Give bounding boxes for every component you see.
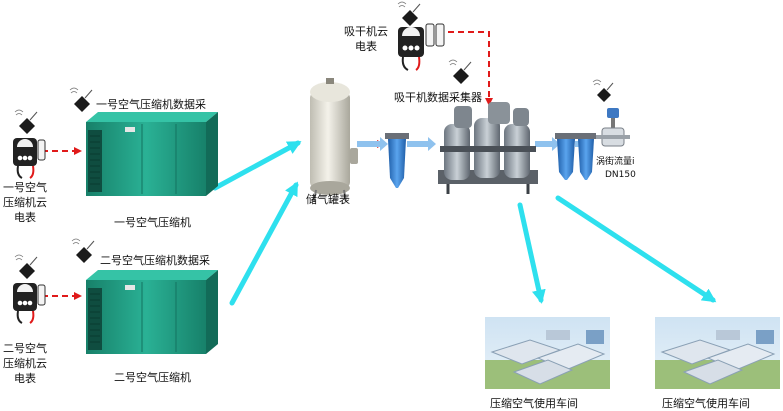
label-meter-comp1-line3: 电表: [14, 211, 36, 224]
label-meter-comp2-line2: 压缩机云: [3, 357, 47, 370]
collector-icon-dryer-meter: [397, 1, 421, 26]
label-air-tank: 储气罐表: [306, 193, 350, 206]
label-flowmeter-size: DN150: [605, 170, 636, 180]
collector-icon-comp1-meter: [14, 109, 38, 134]
label-collector-comp2: 二号空气压缩机数据采: [100, 254, 210, 267]
label-meter-comp2-line1: 二号空气: [3, 342, 47, 355]
flow-dryer-to-workshop1: [517, 202, 546, 304]
label-meter-dryer: 吸干机云 电表: [340, 24, 392, 54]
collector-icon-dryer: [448, 59, 472, 84]
signal-link-dryer-meter: [428, 31, 493, 106]
label-meter-dryer-line2: 电表: [355, 40, 377, 53]
collector-icon-comp2: [71, 238, 95, 263]
collector-icon-comp1: [69, 87, 93, 112]
label-workshop-2: 压缩空气使用车间: [662, 397, 750, 410]
air-flow-arrows: [212, 140, 717, 306]
vortex-flowmeter: [596, 108, 630, 147]
workshop-2-image: [655, 317, 780, 389]
label-meter-comp2-line3: 电表: [14, 372, 36, 385]
filter-2: [555, 133, 577, 180]
cloud-meter-comp1: [13, 138, 46, 179]
compressor-2: [86, 270, 218, 354]
adsorption-dryer: [438, 102, 538, 194]
label-collector-dryer: 吸干机数据采集器: [394, 91, 482, 104]
label-compressor-1: 一号空气压缩机: [114, 216, 191, 229]
label-flowmeter-name: 涡街流量i: [596, 157, 635, 167]
label-meter-comp1-line1: 一号空气: [3, 181, 47, 194]
label-workshop-1: 压缩空气使用车间: [490, 397, 578, 410]
cloud-meter-dryer: [398, 23, 445, 71]
cloud-meter-comp2: [13, 283, 46, 324]
compressor-1: [86, 112, 218, 196]
collector-icon-flowmeter: [592, 79, 614, 102]
label-meter-dryer-line1: 吸干机云: [344, 25, 388, 38]
flow-comp2-to-tank: [229, 181, 299, 306]
label-meter-comp1-line2: 压缩机云: [3, 196, 47, 209]
filter-1: [385, 133, 409, 188]
label-meter-comp2: 二号空气 压缩机云 电表: [0, 341, 50, 386]
collector-icon-comp2-meter: [14, 254, 38, 279]
filter-3: [576, 133, 596, 180]
label-collector-comp1: 一号空气压缩机数据采: [96, 98, 206, 111]
workshop-1-image: [485, 317, 610, 389]
label-compressor-2: 二号空气压缩机: [114, 371, 191, 384]
label-meter-comp1: 一号空气 压缩机云 电表: [0, 180, 50, 225]
flow-dryer-to-workshop2: [555, 195, 717, 303]
flow-comp1-to-tank: [212, 140, 302, 191]
air-tank: [310, 78, 358, 203]
